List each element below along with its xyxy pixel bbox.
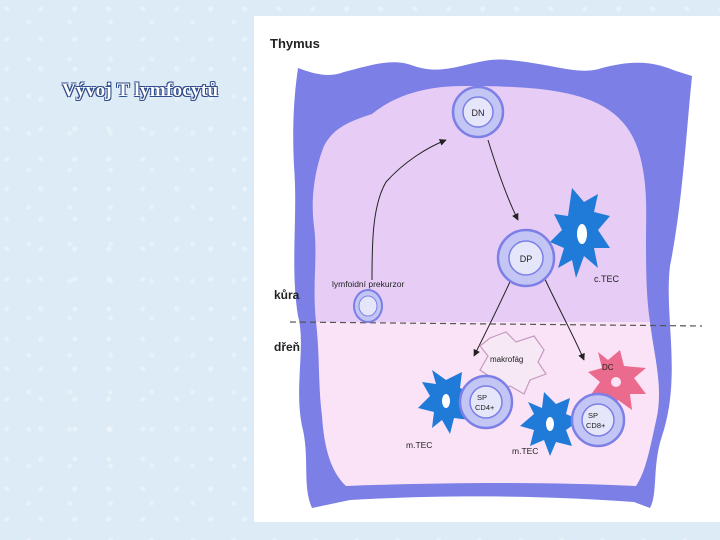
sp-cd8-label-line2: CD8+ [586,421,606,430]
dc-label: DC [602,363,614,372]
mtec-left-label: m.TEC [406,440,432,450]
dn-label: DN [472,108,485,118]
sp-cd8-cell: SP CD8+ [570,392,626,448]
dp-cell: DP [496,228,556,288]
dendritic-cell [588,350,646,412]
arrow-dn-to-dp [487,139,519,221]
arrow-precursor-to-dn [371,139,447,281]
sp-cd4-label-line2: CD4+ [475,403,495,412]
thymus-figure: Thymus kůra dřeň DN c.TEC DP lymfoidní p… [254,16,720,522]
thymus-diagram: Thymus kůra dřeň DN c.TEC DP lymfoidní p… [270,36,703,509]
precursor-label: lymfoidní prekurzor [332,279,404,289]
mtec-right-cell [520,392,580,456]
sp-cd4-label-line1: SP [477,393,487,402]
corticomedullary-boundary [289,321,703,327]
slide-title: Vývoj T lymfocytů [62,80,219,101]
sp-cd4-cell: SP CD4+ [458,374,514,430]
dp-label: DP [520,254,533,264]
ctec-label: c.TEC [594,274,620,284]
ctec-cell [550,188,610,278]
sp-cd8-label-line1: SP [588,411,598,420]
mtec-left-cell [418,370,474,434]
mtec-right-label: m.TEC [512,446,538,456]
macrophage-label: makrofág [490,355,523,364]
diagram-title: Thymus [270,36,320,51]
dn-cell: DN [451,85,505,139]
precursor-cell [353,289,383,323]
cortex-label: kůra [274,288,300,302]
medulla-label: dřeň [274,340,300,354]
